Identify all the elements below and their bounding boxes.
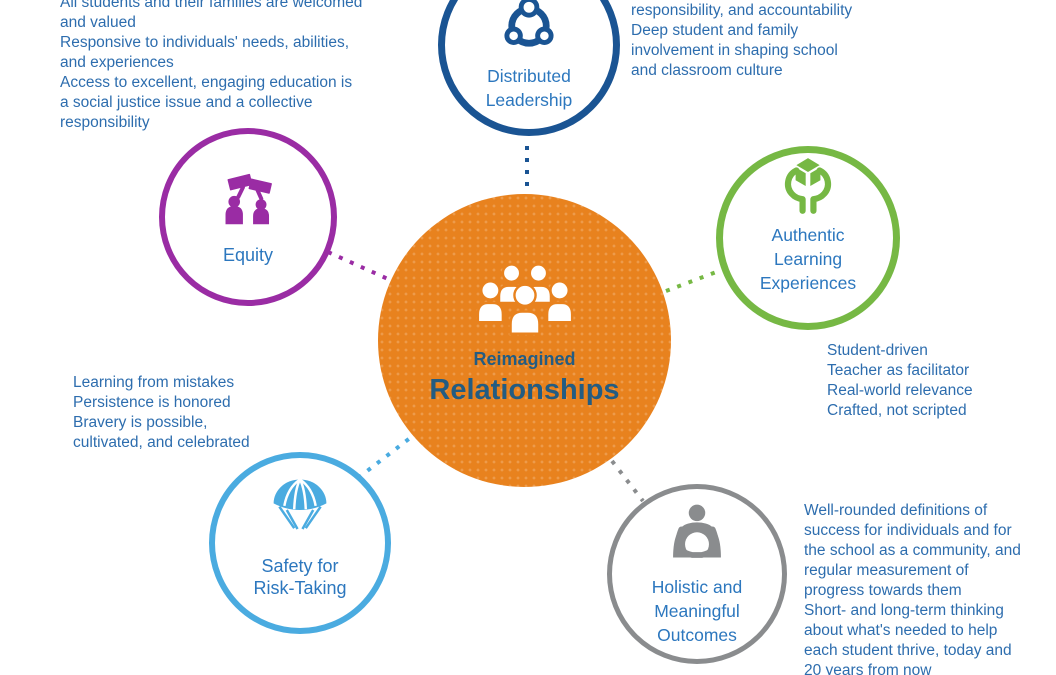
text-line: Outcomes [657, 625, 737, 645]
text-line: and valued [60, 14, 136, 31]
text-line: Student-driven [827, 342, 928, 359]
text-line: regular measurement of [804, 562, 969, 579]
text-line: Meaningful [654, 601, 740, 621]
person-arms [675, 526, 719, 558]
node-reimagined-relationships: Reimagined Relationships [378, 194, 671, 487]
node-equity: Equity [159, 128, 337, 306]
person-head-left [228, 195, 241, 208]
text-line: Crafted, not scripted [827, 402, 967, 419]
node-label-equity: Equity [223, 243, 273, 267]
text-line: Risk-Taking [253, 578, 347, 598]
text-line: involvement in shaping school [631, 42, 838, 59]
text-line: Deep student and family [631, 22, 799, 39]
text-line: and classroom culture [631, 62, 783, 79]
text-line: Teacher as facilitator [827, 362, 970, 379]
note-top-left: All students and their families are welc… [60, 0, 362, 133]
person-mid-right [545, 280, 573, 324]
arm-right [255, 188, 264, 201]
parachute-cords [278, 505, 322, 530]
text-line: a social justice issue and a collective [60, 94, 313, 111]
text-line: responsibility [60, 114, 150, 131]
person-mid-left [476, 280, 504, 324]
hand-left [784, 167, 806, 214]
text-line: Bravery is possible, [73, 414, 208, 431]
held-ball [685, 532, 709, 557]
parachute-gores [283, 478, 317, 510]
parachute-canopy [273, 479, 327, 510]
cube-top [796, 158, 820, 173]
hand-right [810, 167, 832, 214]
text-line: Distributed [487, 66, 571, 86]
hands-holding-cube-icon [784, 158, 832, 214]
people-group-icon [476, 263, 573, 335]
text-line: Access to excellent, engaging education … [60, 74, 353, 91]
text-line: each student thrive, today and [804, 642, 1012, 659]
text-line: Learning from mistakes [73, 374, 235, 391]
text-line: the school as a community, and [804, 542, 1021, 559]
parachute-icon [273, 478, 327, 530]
arm-left [236, 185, 245, 199]
people-holding-signs-icon [225, 173, 272, 225]
network-node-right [535, 26, 554, 45]
text-line: progress towards them [804, 582, 962, 599]
text-line: Holistic and [651, 577, 743, 597]
center-eyebrow: Reimagined [473, 349, 576, 369]
person-front-center [508, 283, 541, 335]
text-line: 20 years from now [804, 662, 932, 675]
connector-authentic-learning [665, 269, 720, 293]
person-body-left [225, 206, 243, 225]
text-line: Responsive to individuals' needs, abilit… [60, 34, 350, 51]
network-node-left [504, 26, 523, 45]
network-share-icon [504, 0, 554, 47]
text-line: and experiences [60, 54, 174, 71]
person-holding-ball-icon [673, 504, 721, 558]
text-line: Authentic [771, 225, 845, 245]
connector-equity [327, 250, 389, 281]
network-node-top [518, 0, 540, 18]
text-line: success for individuals and for [804, 522, 1012, 539]
connector-holistic-outcomes [610, 459, 645, 503]
text-line: Persistence is honored [73, 394, 231, 411]
text-line: Well-rounded definitions of [804, 502, 988, 519]
text-line: Safety for [261, 556, 339, 576]
sign-left [227, 173, 253, 191]
connector-safety-risk-taking [356, 436, 412, 480]
text-line: responsibility, and accountability [631, 2, 853, 19]
person-head-right [255, 199, 267, 211]
sign-right [248, 178, 272, 194]
text-line: Short- and long-term thinking [804, 602, 1004, 619]
person-head [688, 504, 706, 522]
text-line: Real-world relevance [827, 382, 973, 399]
text-line: Equity [222, 245, 274, 265]
note-bottom-right: Well-rounded definitions of success for i… [804, 501, 1021, 675]
text-line: about what's needed to help [804, 622, 998, 639]
text-line: Leadership [485, 90, 573, 110]
person-body-right [253, 208, 270, 225]
text-line: Learning [773, 249, 843, 269]
text-line: cultivated, and celebrated [73, 434, 250, 451]
text-line: Experiences [759, 273, 857, 293]
text-line: All students and their families are welc… [60, 0, 363, 11]
center-title: Relationships [429, 374, 620, 406]
